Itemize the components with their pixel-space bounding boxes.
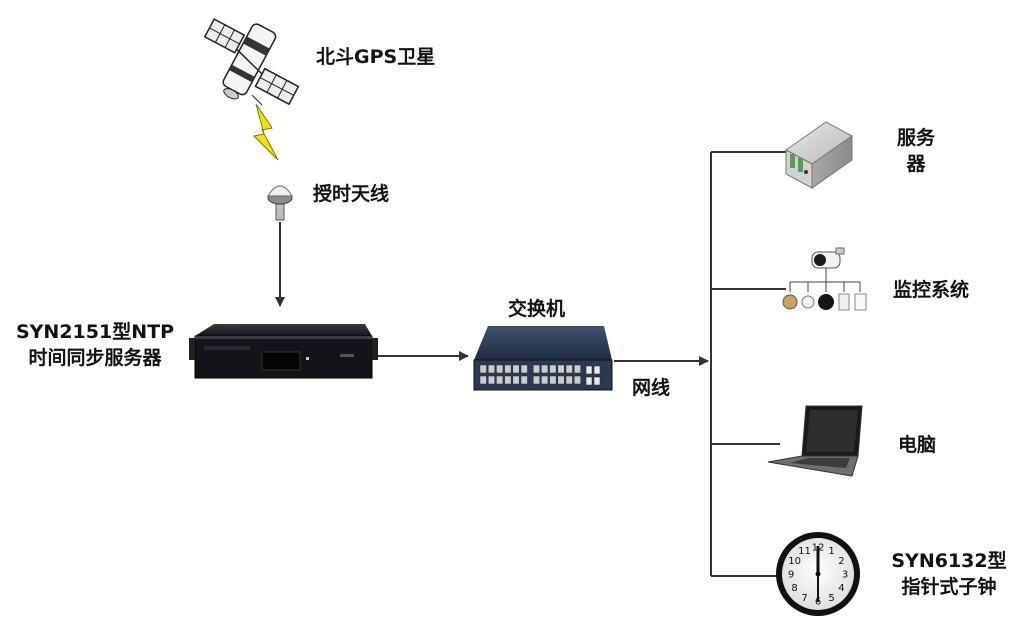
connections — [251, 94, 786, 577]
switch-port — [573, 364, 581, 374]
clock-numeral: 7 — [801, 593, 807, 604]
antenna-icon — [267, 185, 293, 221]
switch-uplink-port — [593, 365, 601, 375]
satellite-icon — [203, 18, 300, 106]
server-label-line1: 服务 — [896, 127, 935, 149]
clock-numeral: 10 — [788, 556, 801, 567]
switch-port — [565, 364, 573, 374]
switch-port — [565, 375, 573, 385]
clock-numeral: 4 — [838, 583, 844, 594]
switch-port — [541, 364, 549, 374]
detector-icon — [801, 295, 815, 309]
switch-port — [520, 375, 528, 385]
clock-numeral: 3 — [842, 570, 848, 581]
switch-port — [479, 364, 487, 374]
switch-port — [487, 375, 495, 385]
laptop-icon — [767, 405, 863, 477]
clock-numeral: 2 — [838, 556, 844, 567]
clock-numeral: 5 — [828, 593, 834, 604]
slave-clock-label-line1: SYN6132型 — [891, 550, 1007, 572]
clock-numeral: 8 — [791, 583, 797, 594]
network-cable-label: 网线 — [632, 377, 671, 399]
slave-clock-label-line2: 指针式子钟 — [901, 576, 997, 598]
switch-port — [520, 364, 528, 374]
switch-port — [504, 364, 512, 374]
switch-port — [479, 375, 487, 385]
switch-port — [549, 375, 557, 385]
switch-port — [512, 364, 520, 374]
switch-label: 交换机 — [508, 298, 566, 320]
sensor-icon — [838, 293, 850, 311]
computer-label: 电脑 — [898, 434, 937, 456]
server-device-icon — [785, 121, 853, 189]
satellite-label: 北斗GPS卫星 — [316, 46, 436, 68]
switch-port — [557, 375, 565, 385]
camera-icon — [811, 247, 845, 269]
switch-port — [504, 375, 512, 385]
switch-uplink-port — [585, 376, 593, 386]
clock-numeral: 11 — [798, 546, 811, 557]
antenna-label: 授时天线 — [313, 183, 390, 205]
server-label-line2: 器 — [906, 153, 926, 175]
alarm-icon — [818, 294, 834, 310]
monitoring-system-icon — [782, 247, 867, 311]
panel-icon — [854, 293, 867, 311]
switch-port — [532, 364, 540, 374]
ntp-server-device-icon — [189, 324, 378, 379]
clock-numeral: 9 — [788, 570, 794, 581]
switch-port — [549, 364, 557, 374]
clock-numeral: 1 — [828, 546, 834, 557]
switch-port — [557, 364, 565, 374]
monitoring-label: 监控系统 — [893, 279, 970, 301]
slave-clock-label: SYN6132型 指针式子钟 — [876, 548, 1022, 600]
lightning-signal-icon — [252, 103, 279, 161]
server-label: 服务 器 — [886, 125, 946, 177]
ntp-server-label-line1: SYN2151型NTP — [15, 321, 174, 343]
switch-port — [496, 364, 504, 374]
speaker-icon — [782, 294, 798, 310]
switch-port — [496, 375, 504, 385]
ntp-server-label: SYN2151型NTP 时间同步服务器 — [2, 319, 188, 371]
satellite-to-antenna-link — [251, 94, 263, 106]
switch-port — [532, 375, 540, 385]
switch-uplink-port — [593, 376, 601, 386]
switch-device-icon — [473, 326, 613, 391]
wall-clock-icon: 121234567891011 — [776, 532, 860, 616]
switch-uplink-port — [585, 365, 593, 375]
switch-port — [573, 375, 581, 385]
ntp-server-label-line2: 时间同步服务器 — [28, 347, 162, 369]
switch-port — [512, 375, 520, 385]
switch-port — [487, 364, 495, 374]
switch-port — [541, 375, 549, 385]
